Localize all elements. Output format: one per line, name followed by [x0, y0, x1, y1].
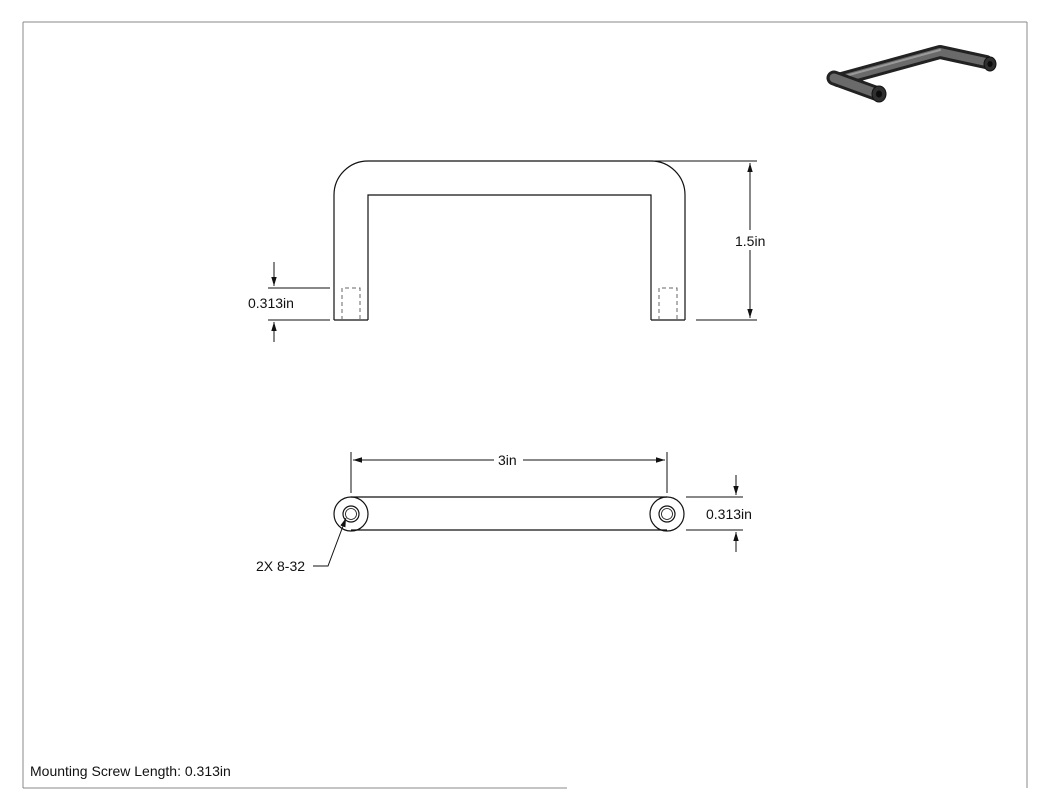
handle-outer-profile	[333, 160, 686, 320]
left-end-outer	[333, 496, 369, 532]
left-end-hole-inner	[345, 508, 357, 520]
height-dimension-label: 1.5in	[735, 233, 765, 249]
left-end-hole	[342, 505, 360, 523]
hole-depth-dimension-label: 0.313in	[248, 295, 294, 311]
rod-diameter-label: 0.313in	[706, 506, 752, 522]
bottom-view	[333, 496, 685, 532]
hidden-tapped-holes	[341, 287, 678, 320]
thread-callout-label: 2X 8-32	[256, 558, 305, 574]
right-end-outer	[649, 496, 685, 532]
drawing-frame	[22, 21, 1028, 789]
hole-depth-dimension	[268, 262, 330, 342]
center-distance-label: 3in	[498, 452, 517, 468]
front-view	[333, 160, 686, 321]
right-end-hole	[658, 505, 676, 523]
mounting-screw-note: Mounting Screw Length: 0.313in	[30, 763, 231, 779]
height-dimension	[655, 160, 757, 321]
center-distance-dimension	[350, 452, 668, 493]
rod-diameter-dimension	[686, 475, 743, 552]
isometric-preview	[826, 45, 997, 103]
right-end-hole-inner	[661, 508, 673, 520]
handle-inner-profile	[367, 194, 652, 320]
thread-callout-leader	[313, 517, 347, 567]
